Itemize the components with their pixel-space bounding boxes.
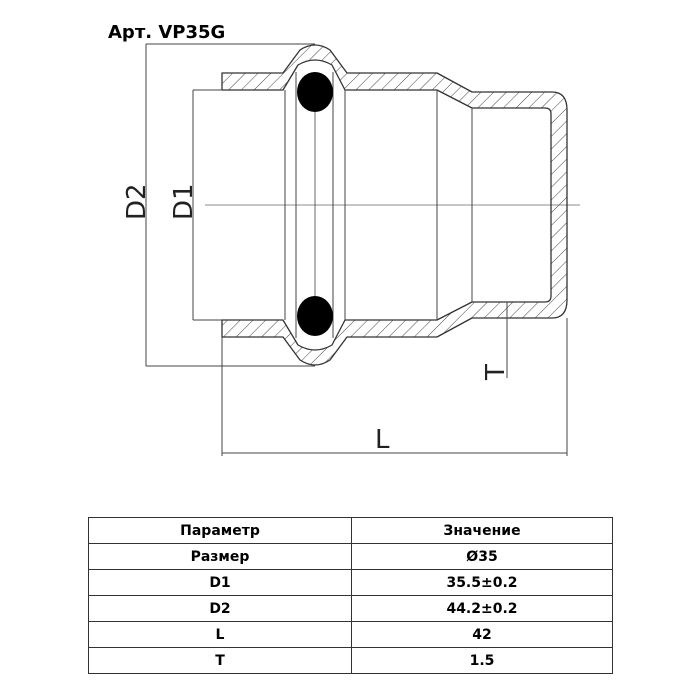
value-cell: 1.5 [351,647,613,674]
param-cell: T [88,647,352,674]
param-cell: L [88,621,352,648]
param-cell: D2 [88,595,352,622]
value-cell: Ø35 [351,543,613,570]
o-ring-bottom [297,296,333,336]
value-cell: 35.5±0.2 [351,569,613,596]
header-value: Значение [351,517,613,544]
o-ring-top [297,72,333,112]
dimension-lines [145,43,568,456]
value-cell: 44.2±0.2 [351,595,613,622]
d2-label: D2 [122,183,152,220]
value-cell: 42 [351,621,613,648]
article-title: Арт. VP35G [108,22,226,43]
header-parameter: Параметр [88,517,352,544]
param-cell: Размер [88,543,352,570]
param-cell: D1 [88,569,352,596]
table-header-row: Параметр Значение [88,517,613,544]
d1-label: D1 [169,183,199,220]
l-label: L [375,425,390,455]
section-lines [284,72,473,338]
t-label: T [481,364,511,381]
fitting-drawing: D2 D1 T L [122,43,580,456]
